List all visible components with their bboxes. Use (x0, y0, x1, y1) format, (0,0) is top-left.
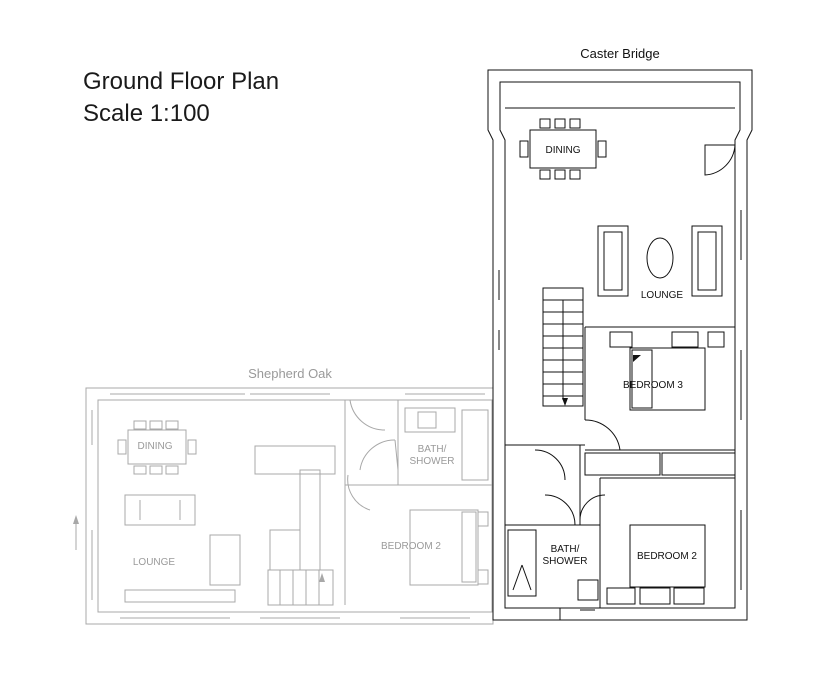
so-bath-label-2: SHOWER (410, 456, 455, 467)
plan-scale: Scale 1:100 (83, 100, 210, 127)
cb-lounge-label: LOUNGE (641, 290, 684, 301)
caster-bridge-outer-wall (487, 69, 753, 621)
plan-title: Ground Floor Plan (83, 68, 280, 95)
so-dining-label: DINING (138, 441, 173, 452)
cb-bedroom3-label: BEDROOM 3 (623, 380, 683, 391)
shepherd-oak-inner-wall (97, 399, 493, 613)
caster-bridge-inner-wall (499, 81, 741, 609)
cb-bath-label-1: BATH/ (551, 544, 580, 555)
cb-bath-label-2: SHOWER (543, 556, 588, 567)
pillow-mark-icon (633, 355, 641, 362)
shepherd-oak-outer-wall (85, 387, 494, 625)
caster-bridge-plan (487, 69, 753, 621)
stairs-down-arrow-icon (562, 398, 568, 406)
cb-bedroom2-label: BEDROOM 2 (637, 551, 697, 562)
so-bedroom2-label: BEDROOM 2 (381, 541, 441, 552)
shepherd-oak-name: Shepherd Oak (248, 366, 332, 381)
cb-dining-label: DINING (546, 145, 581, 156)
entrance-arrow-icon (73, 515, 79, 524)
stairs-arrow-icon (319, 573, 325, 582)
caster-bridge-name: Caster Bridge (580, 46, 659, 61)
shepherd-oak-plan (75, 387, 494, 625)
so-bath-label-1: BATH/ (418, 444, 447, 455)
so-lounge-label: LOUNGE (133, 557, 176, 568)
